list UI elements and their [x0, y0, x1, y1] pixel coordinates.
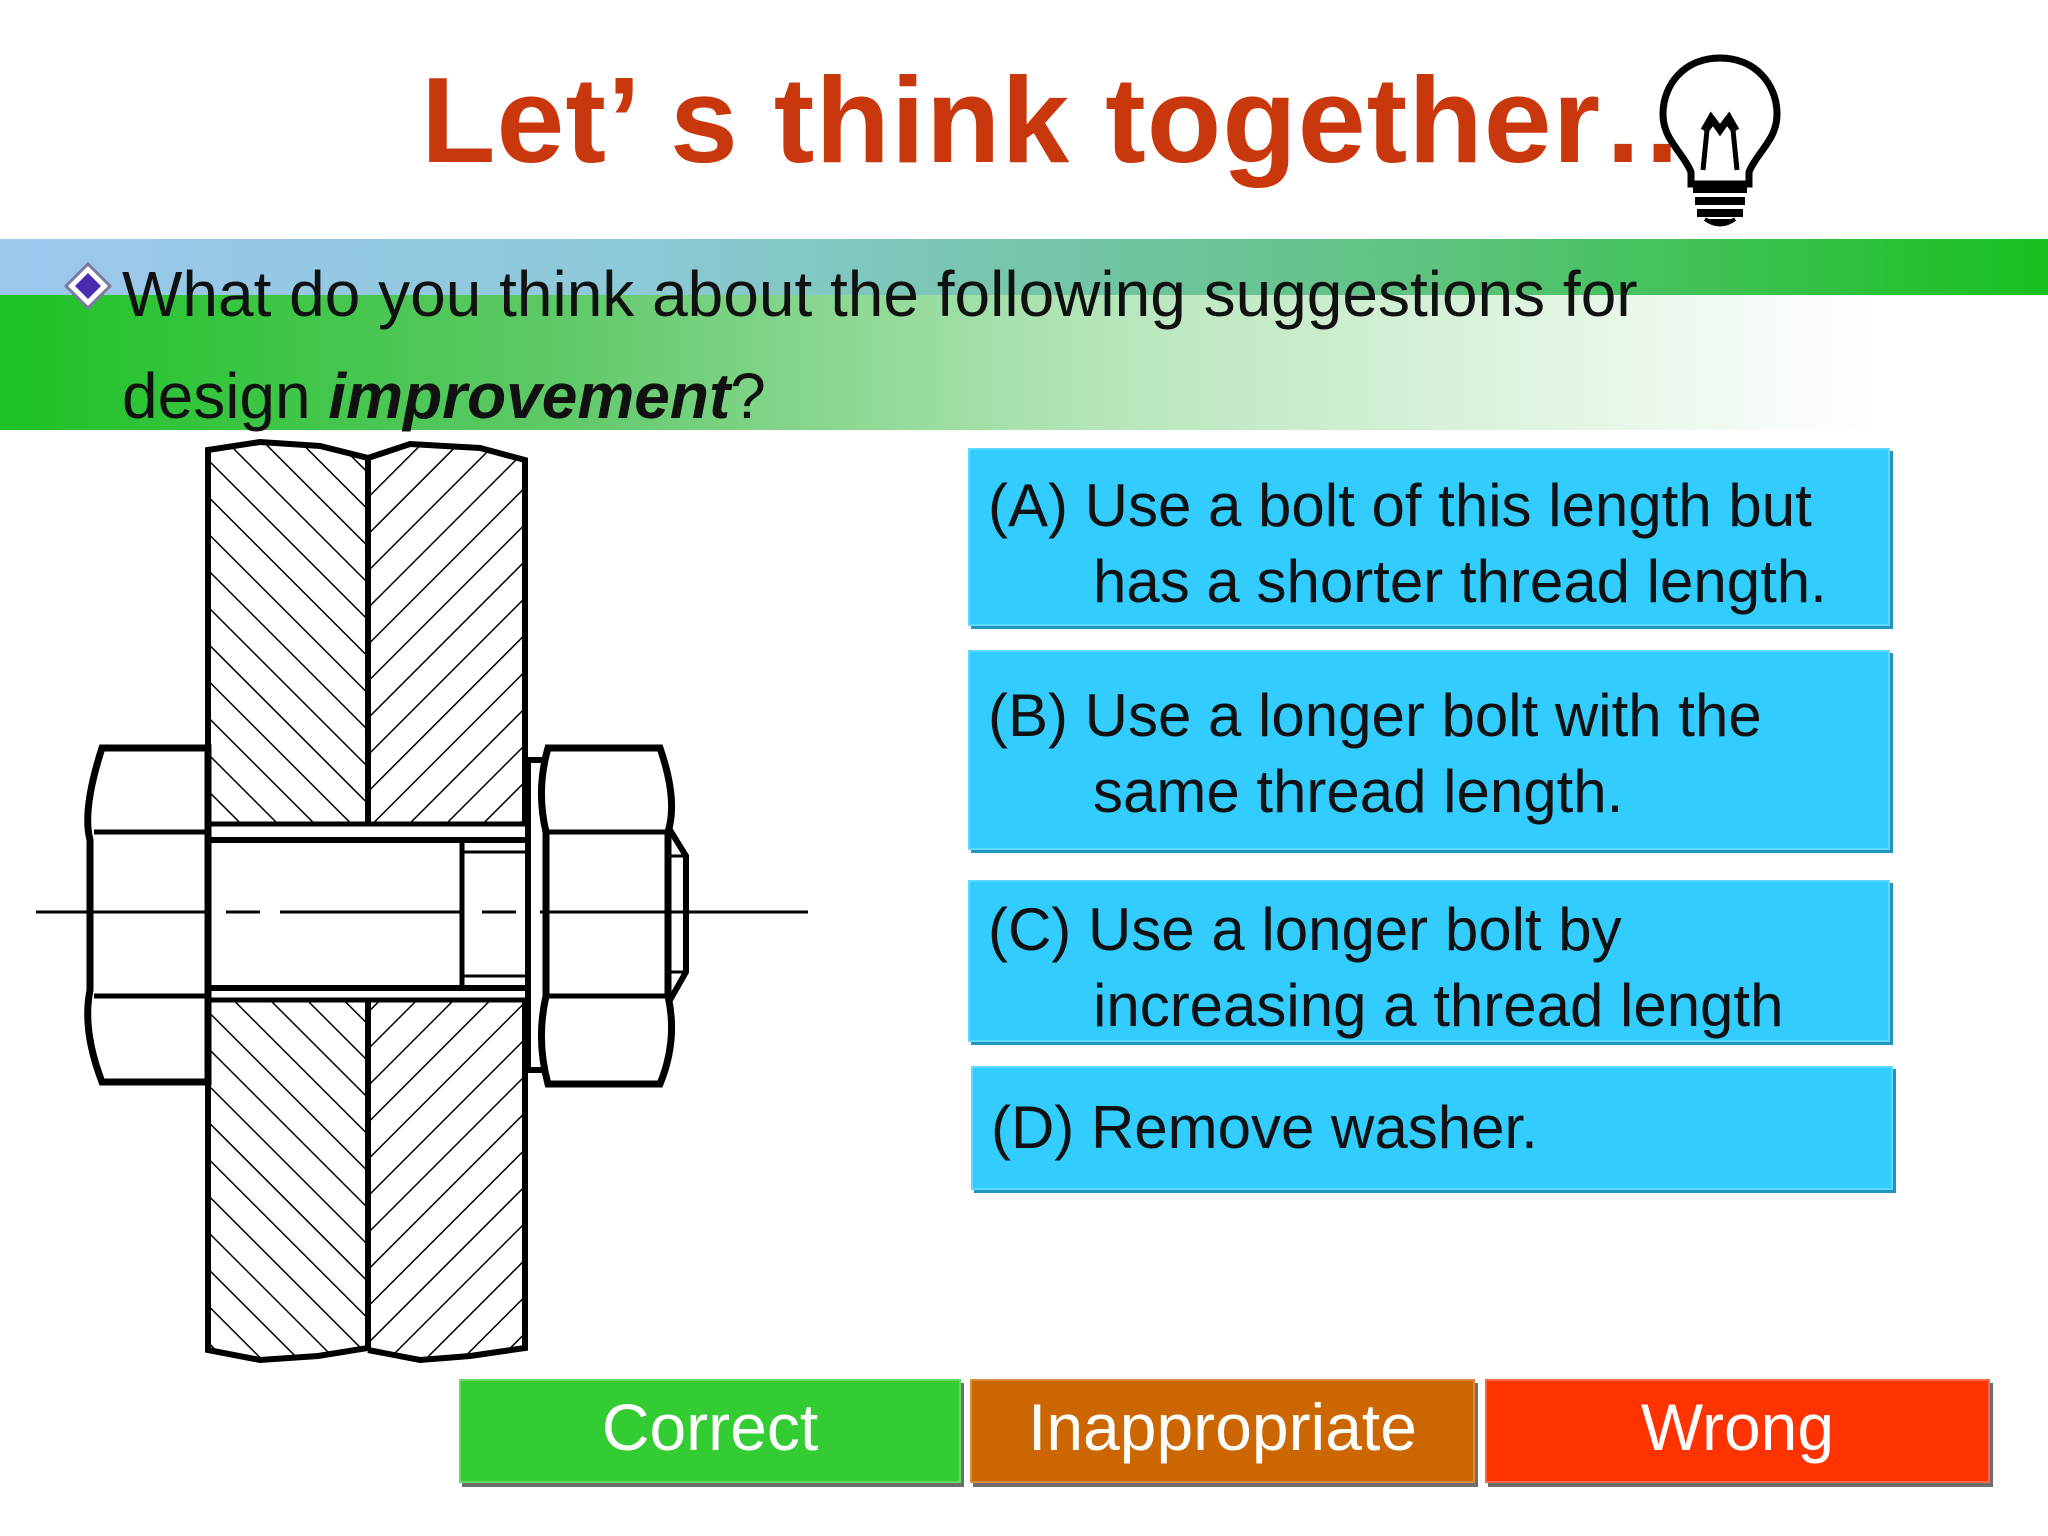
- header-band-bottom: [0, 295, 1880, 430]
- question-line2-suffix: ?: [730, 360, 766, 432]
- lightbulb-icon: [1659, 54, 1781, 227]
- right-plate: [368, 444, 525, 1360]
- diamond-bullet-icon: [64, 262, 112, 310]
- option-d[interactable]: (D) Remove washer.: [971, 1066, 1893, 1190]
- option-a-line1: (A) Use a bolt of this length but: [988, 472, 1812, 539]
- option-a-line2: has a shorter thread length.: [1093, 548, 1827, 615]
- option-b-line1: (B) Use a longer bolt with the: [988, 682, 1762, 749]
- option-c-line1: (C) Use a longer bolt by: [988, 896, 1622, 963]
- bolt-head: [84, 744, 212, 1086]
- question-line2-prefix: design: [122, 360, 329, 432]
- option-c[interactable]: (C) Use a longer bolt by increasing a th…: [968, 880, 1890, 1042]
- header-band-top: [0, 239, 2048, 295]
- nut: [538, 744, 689, 1088]
- bolt-joint-diagram: [36, 438, 808, 1364]
- option-b[interactable]: (B) Use a longer bolt with the same thre…: [968, 650, 1890, 850]
- option-a[interactable]: (A) Use a bolt of this length but has a …: [968, 448, 1890, 626]
- slide-title: Let’ s think together…: [421, 52, 1725, 188]
- question-text: What do you think about the following su…: [122, 243, 1862, 447]
- wrong-button[interactable]: Wrong: [1485, 1379, 1990, 1483]
- option-b-line2: same thread length.: [1093, 758, 1624, 825]
- left-plate: [208, 442, 368, 1360]
- question-emphasis: improvement: [328, 360, 731, 432]
- question-line1: What do you think about the following su…: [122, 258, 1638, 330]
- option-d-line1: (D) Remove washer.: [991, 1094, 1538, 1161]
- option-c-line2: increasing a thread length: [1093, 972, 1784, 1039]
- bolt-shank: [205, 837, 531, 991]
- inappropriate-button[interactable]: Inappropriate: [970, 1379, 1475, 1483]
- correct-button[interactable]: Correct: [459, 1379, 961, 1483]
